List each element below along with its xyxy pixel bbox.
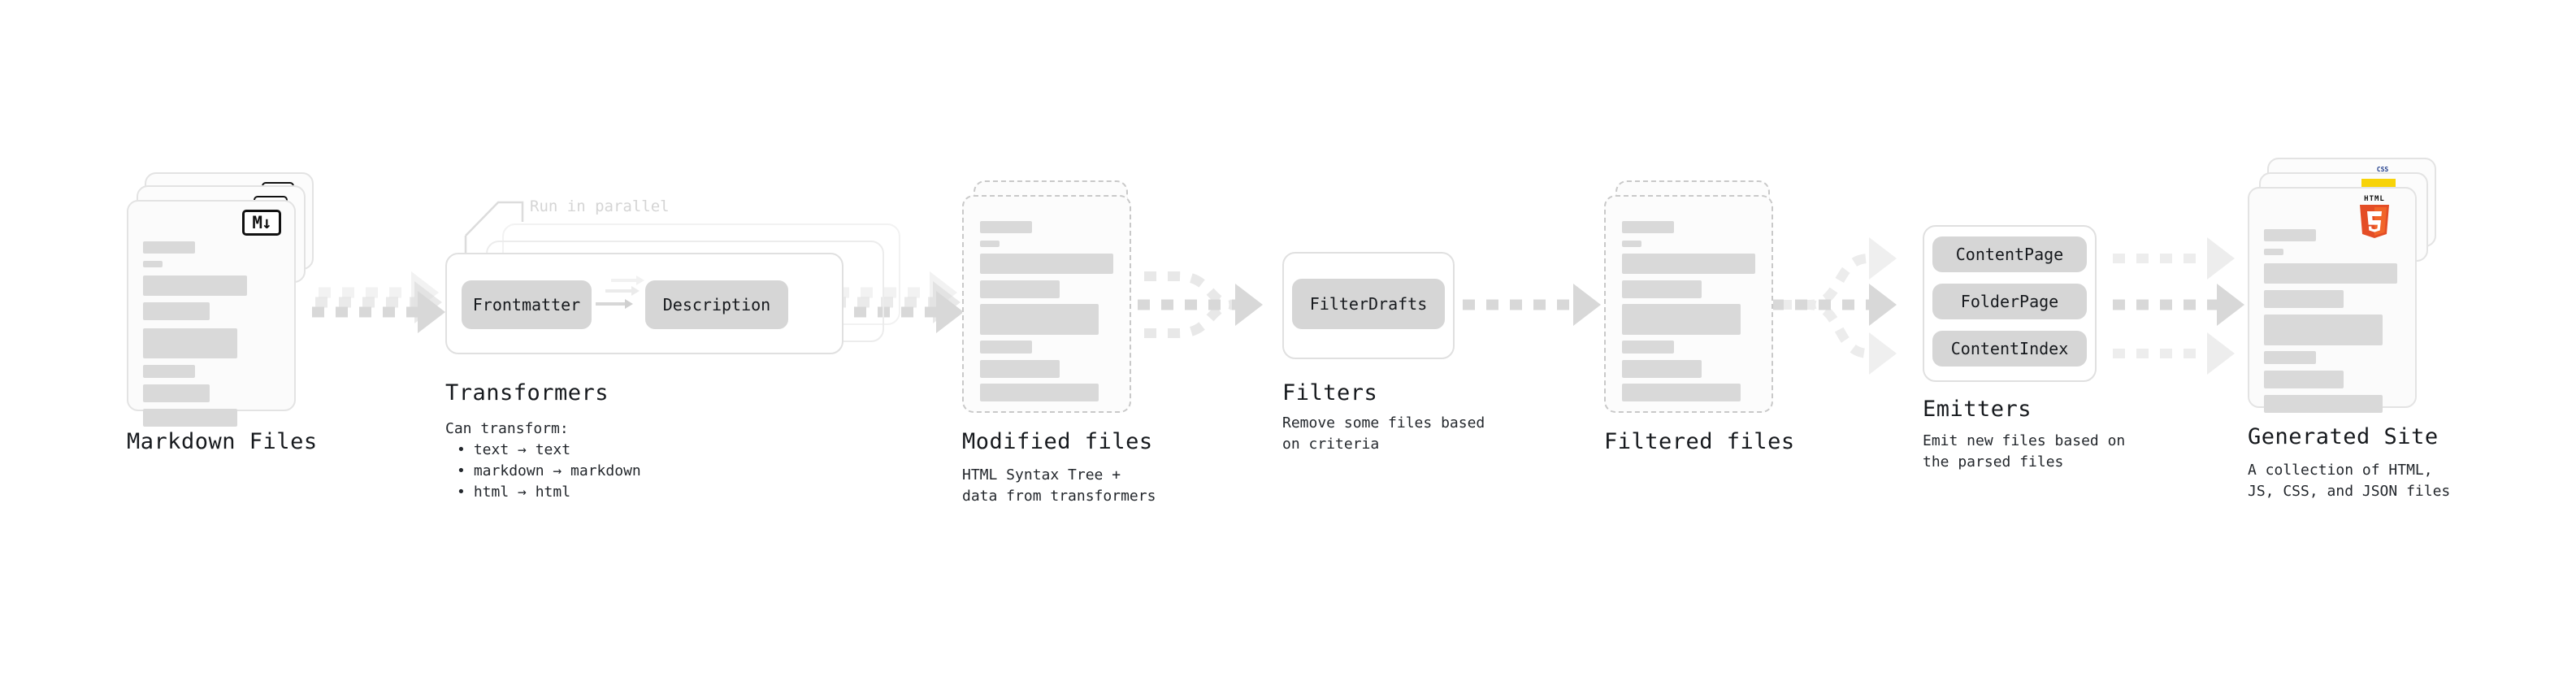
- svg-text:HTML: HTML: [2364, 195, 2385, 203]
- skeleton-bar: [143, 409, 237, 427]
- transformers-bullet-1: markdown → markdown: [445, 461, 641, 482]
- stage-title-transformers: Transformers: [445, 380, 609, 406]
- emitters-chip-contentindex[interactable]: ContentIndex: [1932, 331, 2087, 367]
- stage-title-filtered-files: Filtered files: [1604, 429, 1795, 454]
- arrow-emitters-to-site: [2113, 237, 2244, 375]
- skeleton-bar: [1622, 340, 1674, 354]
- skeleton-bar: [2264, 263, 2397, 284]
- skeleton-bar: [980, 241, 1000, 247]
- transformers-bullet-list: Can transform: text → text markdown → ma…: [445, 419, 641, 503]
- skeleton-bar: [143, 365, 195, 378]
- skeleton-bar: [143, 328, 237, 358]
- skeleton-bar: [143, 261, 163, 267]
- skeleton-bar: [143, 384, 210, 402]
- arrow-modified-to-filters-merge: [1138, 271, 1263, 338]
- skeleton-bar: [143, 241, 195, 254]
- stage-title-markdown-files: Markdown Files: [127, 429, 318, 454]
- skeleton-bar: [1622, 360, 1702, 378]
- skeleton-bar: [2264, 290, 2344, 308]
- svg-text:CSS: CSS: [2377, 166, 2389, 173]
- skeleton-bar: [2264, 395, 2383, 413]
- skeleton-bar: [2264, 229, 2316, 241]
- skeleton-bar: [1622, 254, 1755, 274]
- skeleton-bar: [1622, 221, 1674, 233]
- arrow-filtered-to-emitters-fan: [1772, 237, 1897, 375]
- stage-desc-emitters: Emit new files based on the parsed files: [1923, 432, 2126, 471]
- skeleton-bar: [1622, 384, 1741, 401]
- transformer-chip-frontmatter[interactable]: Frontmatter: [462, 280, 592, 329]
- emitters-chip-folderpage[interactable]: FolderPage: [1932, 284, 2087, 319]
- skeleton-bar: [143, 275, 247, 296]
- skeleton-bar: [1622, 304, 1741, 335]
- stage-desc-generated-site: A collection of HTML, JS, CSS, and JSON …: [2248, 462, 2451, 500]
- transformers-bullet-2: html → html: [445, 482, 641, 503]
- transformer-chip-description[interactable]: Description: [645, 280, 788, 329]
- emitters-chip-contentpage[interactable]: ContentPage: [1932, 236, 2087, 272]
- run-in-parallel-label: Run in parallel: [530, 197, 670, 215]
- transformers-lead: Can transform:: [445, 420, 569, 437]
- stage-title-emitters: Emitters: [1923, 397, 2032, 422]
- stage-title-modified-files: Modified files: [962, 429, 1153, 454]
- markdown-logo-icon: M↓: [242, 210, 281, 236]
- skeleton-bar: [2264, 371, 2344, 388]
- skeleton-bar: [980, 254, 1113, 274]
- skeleton-bar: [980, 304, 1099, 335]
- skeleton-bar: [2264, 249, 2283, 255]
- stage-title-filters: Filters: [1282, 380, 1378, 406]
- skeleton-bar: [980, 340, 1032, 354]
- arrow-filters-to-filtered: [1463, 284, 1601, 326]
- stage-desc-modified-files: HTML Syntax Tree + data from transformer…: [962, 466, 1156, 505]
- skeleton-bar: [2264, 351, 2316, 364]
- html5-badge-icon: HTML: [2360, 195, 2389, 238]
- skeleton-bar: [143, 302, 210, 320]
- stage-desc-filters: Remove some files based on criteria: [1282, 414, 1485, 453]
- skeleton-bar: [980, 360, 1060, 378]
- transformers-bullet-0: text → text: [445, 440, 641, 461]
- stage-title-generated-site: Generated Site: [2248, 424, 2439, 449]
- arrow-markdown-to-transformers: [312, 271, 445, 333]
- skeleton-bar: [1622, 280, 1702, 298]
- filters-chip-filterdrafts[interactable]: FilterDrafts: [1292, 279, 1445, 329]
- skeleton-bar: [980, 384, 1099, 401]
- skeleton-bar: [2264, 314, 2383, 345]
- skeleton-bar: [1622, 241, 1641, 247]
- skeleton-bar: [980, 280, 1060, 298]
- skeleton-bar: [980, 221, 1032, 233]
